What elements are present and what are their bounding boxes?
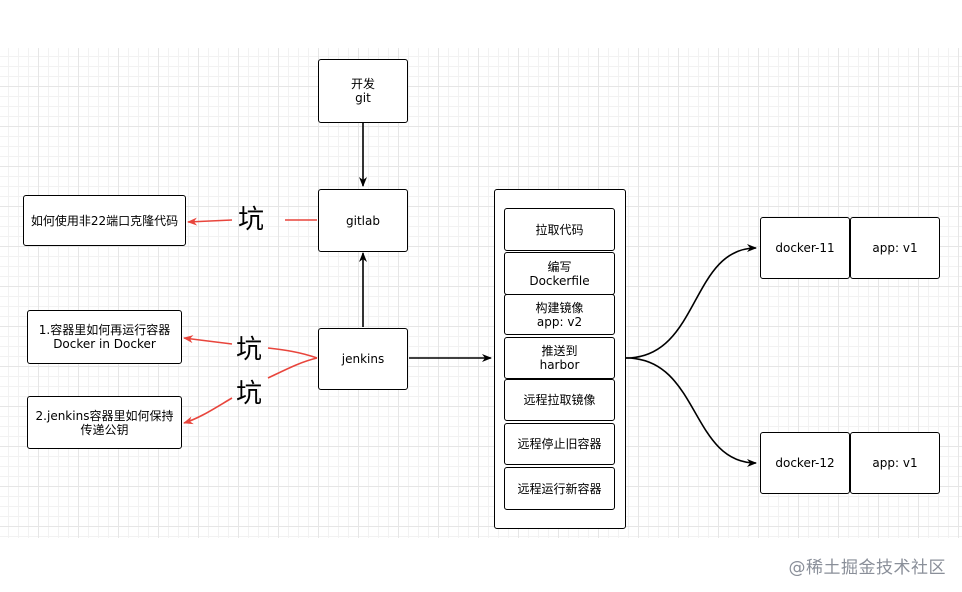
edge-pipeline-docker12	[625, 357, 757, 467]
node-git-label: git	[355, 91, 371, 105]
pipeline-step-remote-stop: 远程停止旧容器	[504, 423, 615, 465]
pipeline-step-remote-run: 远程运行新容器	[504, 467, 615, 510]
edge-pipeline-docker11	[625, 244, 757, 359]
pit-label-dind: 坑	[236, 335, 263, 365]
node-issue-key: 2.jenkins容器里如何保持 传递公钥	[27, 396, 182, 449]
pipeline-step-pull-code: 拉取代码	[504, 208, 615, 251]
step-3-line1: 构建镜像	[535, 300, 584, 315]
pipeline-step-build-image: 构建镜像 app: v2	[504, 294, 615, 335]
node-jenkins: jenkins	[318, 328, 408, 390]
issue-key-line2: 传递公钥	[80, 422, 129, 437]
issue-dind-line1: 1.容器里如何再运行容器	[38, 323, 171, 337]
step-4-line1: 推送到	[541, 344, 578, 358]
edge-pit-gitlab	[188, 220, 317, 222]
diagram-canvas	[0, 48, 962, 538]
step-6-label: 远程停止旧容器	[517, 437, 602, 451]
docker-12-host-label: docker-12	[775, 456, 835, 470]
pipeline-step-write-dockerfile: 编写 Dockerfile	[504, 252, 615, 295]
node-issue-dind: 1.容器里如何再运行容器 Docker in Docker	[27, 310, 182, 364]
bottom-strip	[0, 538, 962, 592]
step-4-line2: harbor	[539, 358, 580, 372]
step-2-line2: Dockerfile	[529, 273, 590, 288]
node-docker-12-host: docker-12	[760, 432, 850, 494]
node-docker-11-host: docker-11	[760, 217, 850, 279]
watermark-text: @稀土掘金技术社区	[788, 558, 946, 578]
node-gitlab-label: gitlab	[346, 213, 380, 228]
node-docker-12-app: app: v1	[850, 432, 940, 494]
pipeline-step-remote-pull: 远程拉取镜像	[504, 379, 615, 421]
node-dev-label: 开发	[350, 77, 375, 91]
step-5-label: 远程拉取镜像	[523, 393, 596, 407]
node-jenkins-label: jenkins	[341, 352, 385, 366]
step-2-line1: 编写	[547, 259, 572, 274]
step-7-label: 远程运行新容器	[517, 481, 602, 496]
pit-label-key: 坑	[236, 379, 263, 409]
pit-label-gitlab: 坑	[238, 205, 265, 235]
issue-key-line1: 2.jenkins容器里如何保持	[35, 408, 174, 423]
issue-port22-label: 如何使用非22端口克隆代码	[30, 213, 179, 228]
step-1-label: 拉取代码	[535, 222, 584, 237]
edge-pit-dind	[184, 338, 318, 359]
docker-11-app-label: app: v1	[872, 241, 918, 255]
pipeline-step-push-harbor: 推送到 harbor	[504, 337, 615, 379]
node-dev-git: 开发 git	[318, 59, 408, 123]
issue-dind-line2: Docker in Docker	[53, 337, 156, 351]
node-gitlab: gitlab	[318, 189, 408, 252]
node-issue-port22: 如何使用非22端口克隆代码	[23, 195, 186, 246]
edge-pit-key	[184, 357, 318, 423]
docker-11-host-label: docker-11	[775, 241, 835, 255]
docker-12-app-label: app: v1	[872, 456, 918, 470]
step-3-line2: app: v2	[536, 314, 583, 329]
node-docker-11-app: app: v1	[850, 217, 940, 279]
